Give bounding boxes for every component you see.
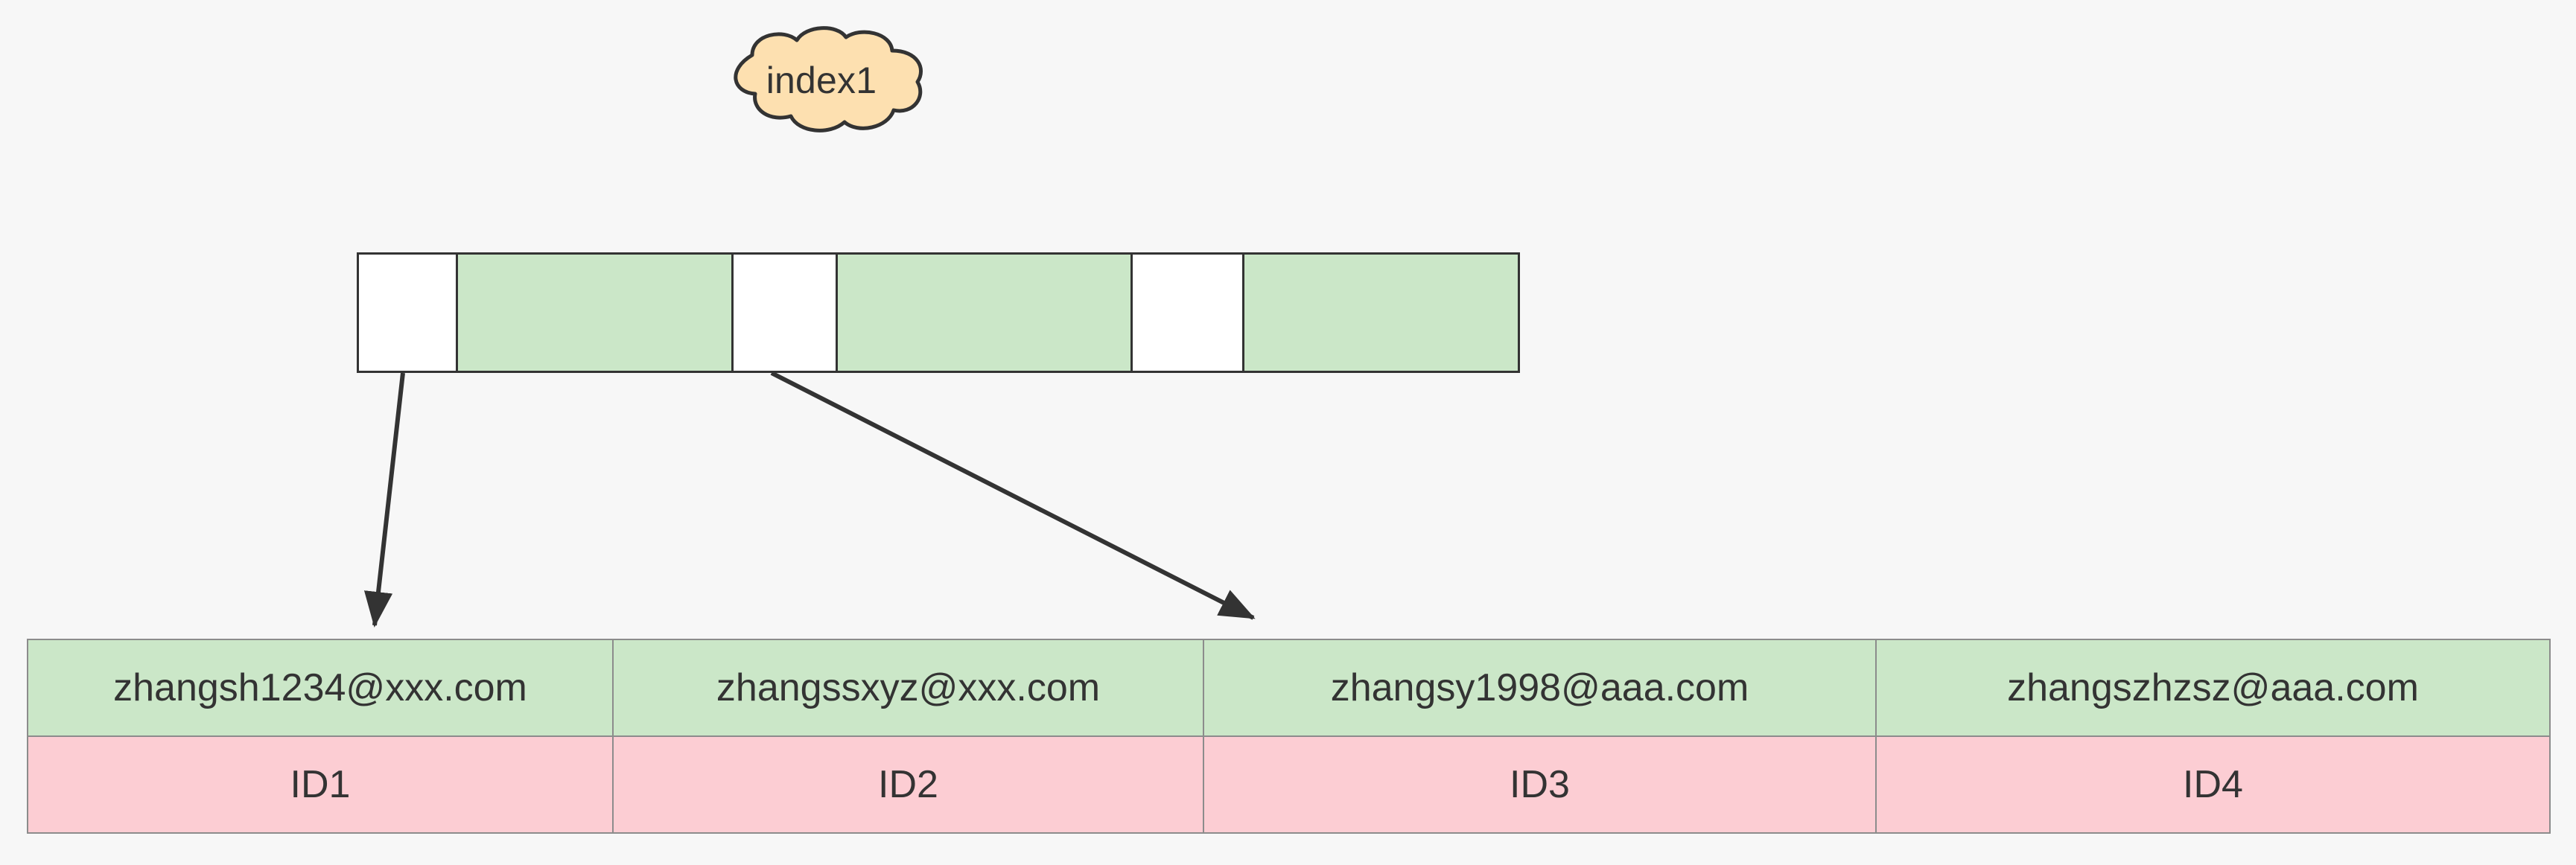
arrow-slot2-to-id3 [770, 371, 1256, 620]
index-bar-cell-1-slot[interactable] [359, 255, 458, 371]
email-cell-2: zhangssxyz@xxx.com [612, 639, 1204, 737]
id-cell-3: ID3 [1203, 735, 1877, 834]
id-cell-2: ID2 [612, 735, 1204, 834]
cloud-node-label: index1 [766, 59, 877, 101]
index1-cloud-node[interactable]: index1 [706, 22, 937, 138]
index-bar-cell-3-slot[interactable] [734, 255, 838, 371]
cloud-icon [734, 26, 923, 133]
id-cell-4: ID4 [1875, 735, 2551, 834]
index-bar-cell-4-data[interactable] [838, 255, 1133, 371]
index-bar-cell-5-slot[interactable] [1133, 255, 1244, 371]
index-bar-cell-2-data[interactable] [458, 255, 734, 371]
email-cell-4: zhangszhzsz@aaa.com [1875, 639, 2551, 737]
index-bar-cell-6-data[interactable] [1244, 255, 1518, 371]
index-bar[interactable] [357, 252, 1520, 373]
arrow-slot1-to-id1 [363, 372, 405, 628]
email-cell-3: zhangsy1998@aaa.com [1203, 639, 1877, 737]
email-cell-1: zhangsh1234@xxx.com [27, 639, 614, 737]
id-cell-1: ID1 [27, 735, 614, 834]
